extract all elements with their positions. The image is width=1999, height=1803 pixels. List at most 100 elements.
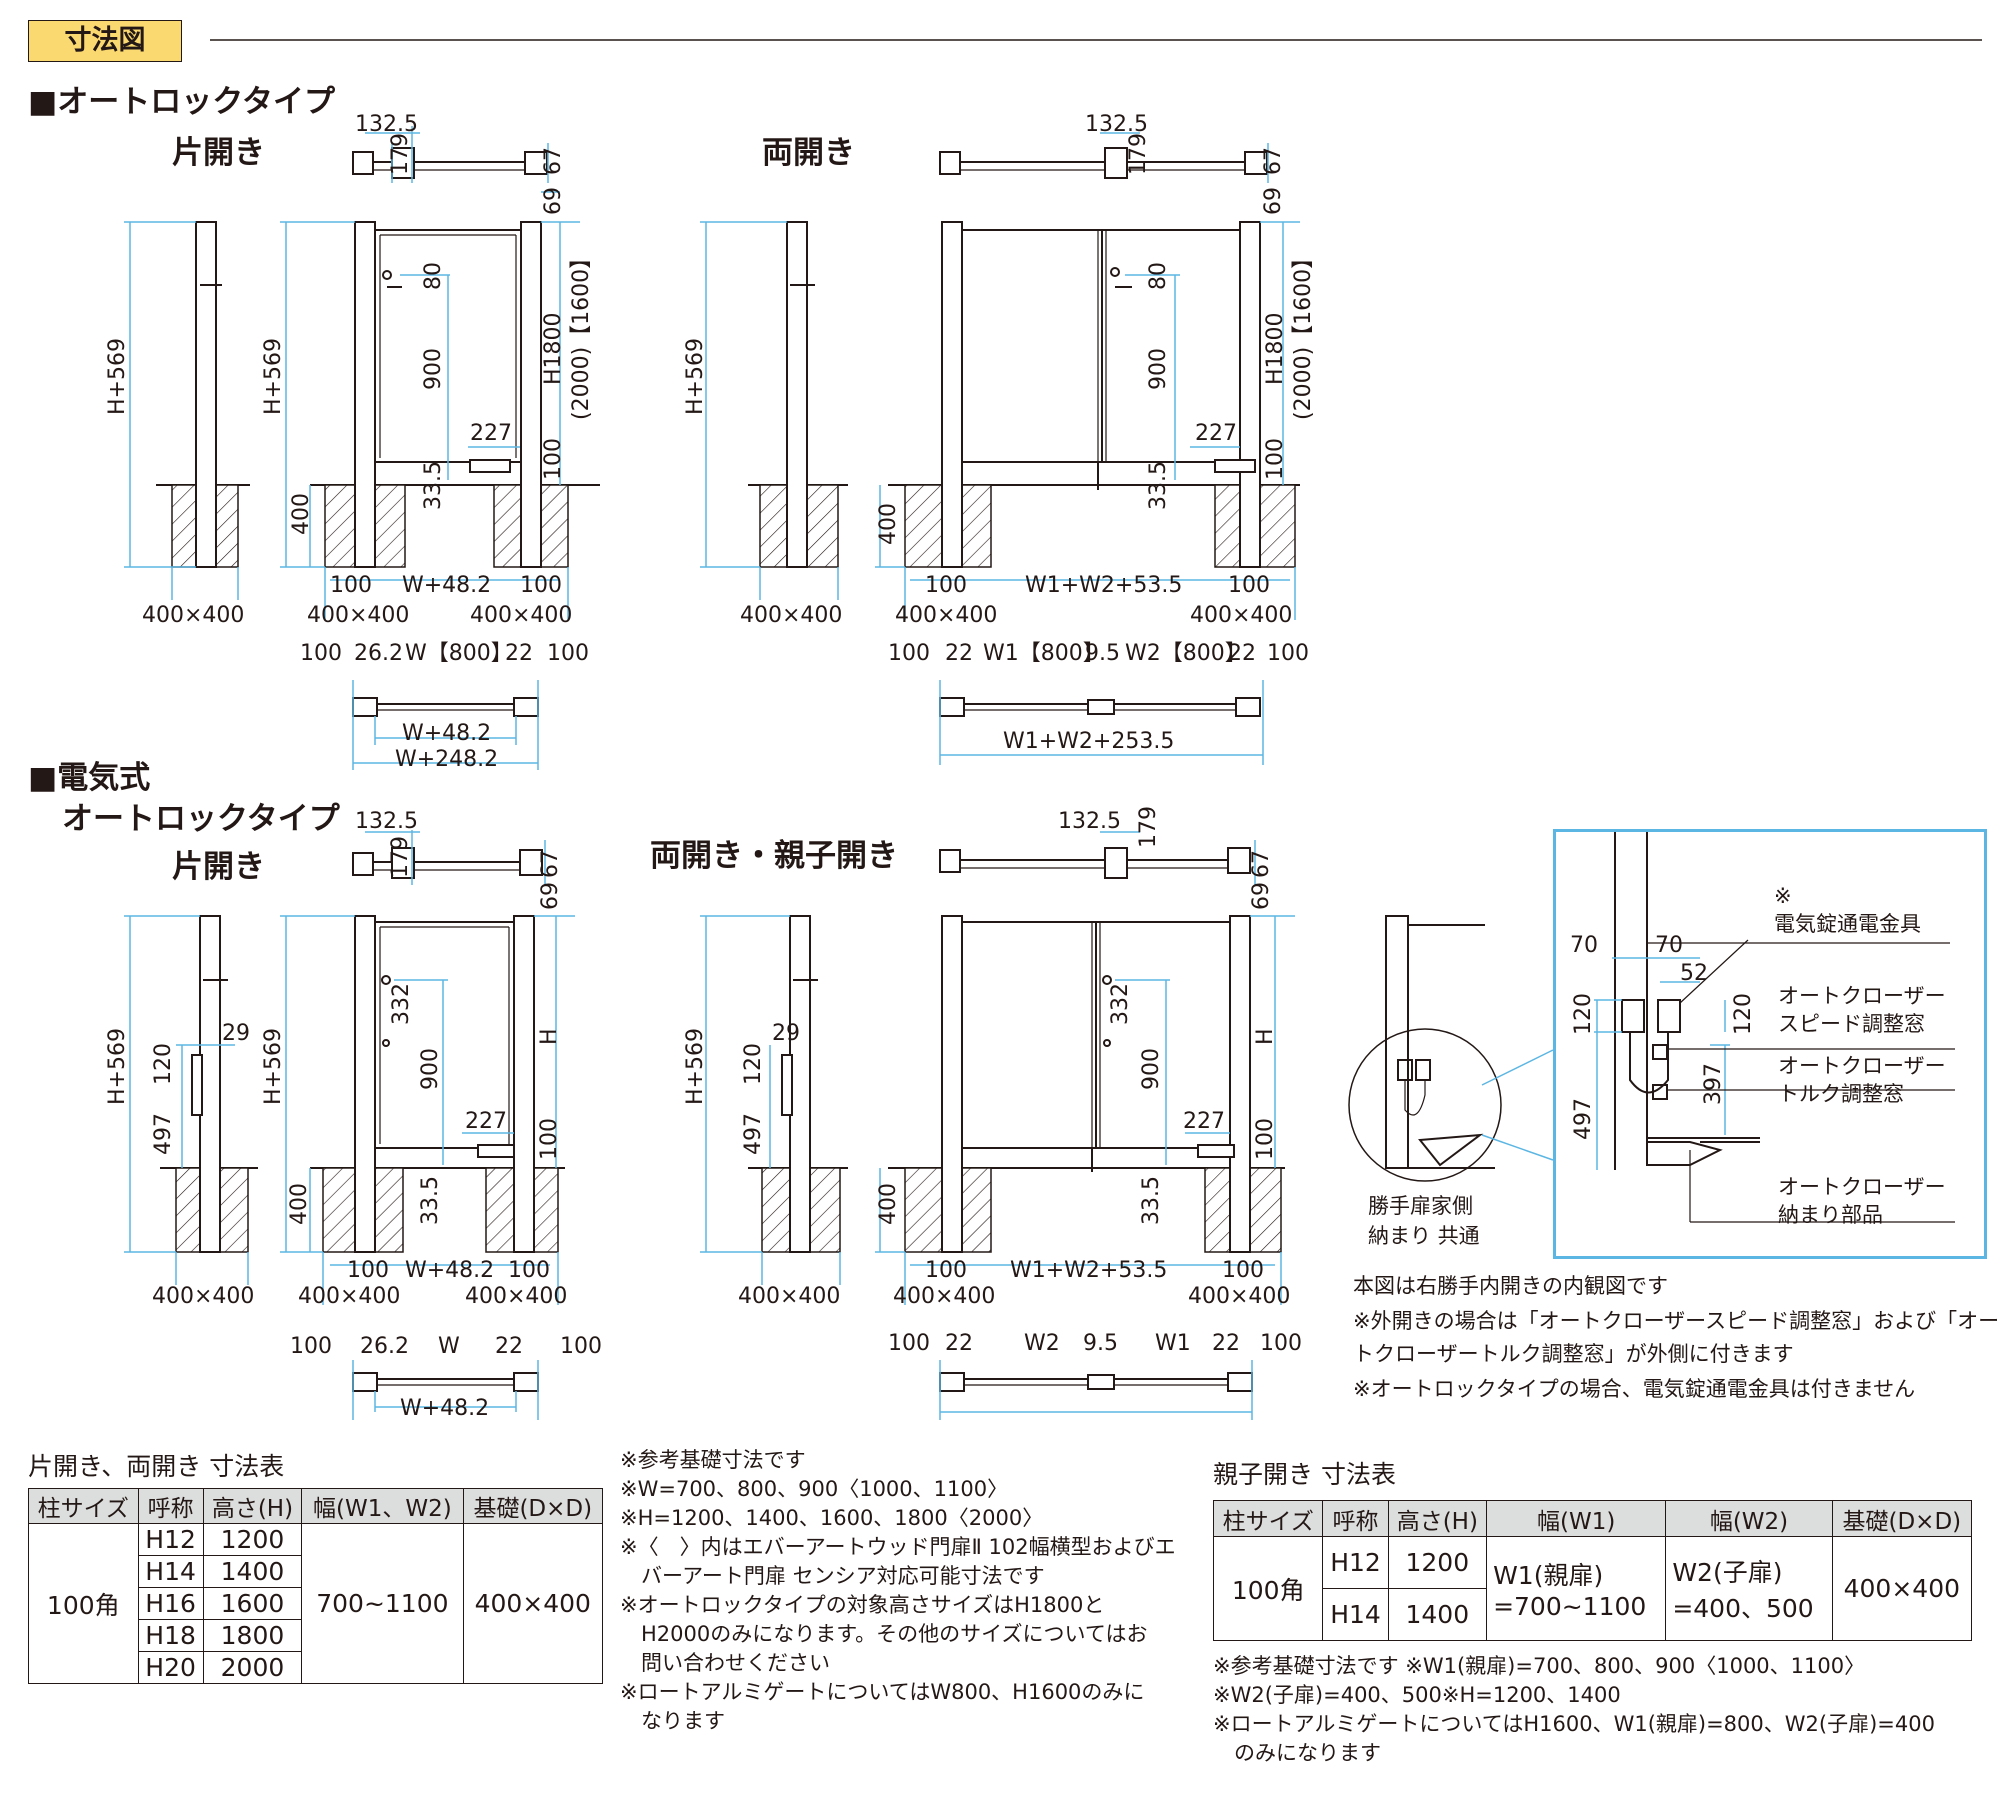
table2: 柱サイズ 呼称 高さ(H) 幅(W1) 幅(W2) 基礎(D×D) 100角 H… [1212, 1500, 1973, 1641]
svg-text:100: 100 [1253, 1118, 1278, 1160]
svg-text:29: 29 [772, 1021, 800, 1046]
section-tag: 寸法図 [28, 20, 182, 62]
t2-w2-line2: =400、500 [1672, 1593, 1814, 1623]
svg-text:100: 100 [560, 1334, 602, 1359]
latch-detail-group [1348, 832, 1955, 1223]
svg-text:9.5: 9.5 [1083, 1331, 1118, 1356]
t2-h0: 柱サイズ [1212, 1500, 1324, 1537]
svg-text:22: 22 [505, 641, 533, 666]
t2-code: H14 [1322, 1588, 1389, 1641]
svg-text:900: 900 [1139, 1048, 1164, 1090]
bottom-note: ※ロートアルミゲートについてはH1600、W1(親扉)=800、W2(子扉)=4… [1213, 1712, 1935, 1736]
svg-text:400×400: 400×400 [465, 1284, 567, 1309]
svg-text:9.5: 9.5 [1085, 641, 1120, 666]
dim-33-5: 33.5 [421, 461, 446, 510]
dim-h2000: (2000)【1600】 [569, 247, 594, 420]
right-note-1: 本図は右勝手内開きの内観図です [1353, 1274, 1668, 1298]
table1: 柱サイズ 呼称 高さ(H) 幅(W1、W2) 基礎(D×D) 100角 H12 … [28, 1488, 604, 1684]
heading-autolock: ■オートロックタイプ [28, 84, 336, 120]
svg-text:W+48.2: W+48.2 [400, 1396, 489, 1420]
svg-text:33.5: 33.5 [1139, 1176, 1164, 1225]
svg-text:H+569: H+569 [105, 1028, 130, 1105]
table2-title: 親子開き 寸法表 [1213, 1460, 1396, 1489]
svg-text:400×400: 400×400 [307, 603, 409, 628]
gate-dimension-drawings: 132.5 179 67 69 80 900 H1800 (2000)【1600… [105, 39, 1982, 1420]
bottom-note: ※参考基礎寸法です ※W1(親扉)=700、800、900〈1000、1100〉 [1213, 1654, 1866, 1678]
svg-text:100: 100 [1228, 573, 1270, 598]
label-speed-1: オートクローザー [1778, 984, 1946, 1008]
svg-text:26.2: 26.2 [360, 1334, 409, 1359]
svg-text:100: 100 [508, 1258, 550, 1283]
middle-note: ※参考基礎寸法です [620, 1448, 806, 1472]
heading-autolock-double: 両開き [762, 135, 855, 171]
svg-text:52: 52 [1680, 961, 1708, 986]
dim-132-5: 132.5 [355, 112, 418, 137]
svg-text:227: 227 [1195, 421, 1237, 446]
dim-100: 100 [541, 438, 566, 480]
svg-text:132.5: 132.5 [1085, 112, 1148, 137]
svg-text:100: 100 [290, 1334, 332, 1359]
svg-text:W+48.2: W+48.2 [405, 1258, 494, 1283]
heading-electric: ■電気式 [28, 760, 151, 796]
svg-text:100: 100 [925, 573, 967, 598]
heading-electric-double: 両開き・親子開き [650, 838, 898, 874]
svg-text:100: 100 [1222, 1258, 1264, 1283]
t1-h0: 柱サイズ [28, 1488, 139, 1524]
svg-text:400: 400 [876, 1183, 901, 1225]
svg-text:H+569: H+569 [683, 1028, 708, 1105]
svg-text:332: 332 [1108, 983, 1133, 1025]
svg-text:400: 400 [876, 503, 901, 545]
svg-text:W: W [438, 1334, 460, 1359]
svg-text:26.2: 26.2 [354, 641, 403, 666]
svg-text:497: 497 [151, 1113, 176, 1155]
svg-text:H: H [1253, 1028, 1278, 1045]
post-left [195, 221, 217, 568]
svg-text:H1800: H1800 [1263, 312, 1288, 385]
t2-post-size: 100角 [1212, 1536, 1324, 1641]
middle-note: なります [620, 1709, 725, 1733]
label-speed-2: スピード調整窓 [1778, 1012, 1925, 1036]
t2-h3: 幅(W1) [1486, 1500, 1667, 1537]
dim-400: 400 [289, 493, 314, 535]
t1-height: 1800 [202, 1619, 303, 1652]
svg-text:100: 100 [888, 641, 930, 666]
latch-post [520, 221, 542, 568]
svg-text:W1: W1 [1155, 1331, 1191, 1356]
heading-autolock-single: 片開き [172, 135, 265, 171]
middle-note: ※ロートアルミゲートについてはW800、H1600のみに [620, 1680, 1145, 1704]
svg-text:900: 900 [418, 1048, 443, 1090]
svg-text:69: 69 [1261, 187, 1286, 215]
t2-w1-line1: W1(親扉) [1493, 1561, 1604, 1590]
right-note-3: トクローザートルク調整窓」が外側に付きます [1353, 1342, 1794, 1366]
dim-80: 80 [421, 262, 446, 290]
middle-note: ※オートロックタイプの対象高さサイズはH1800と [620, 1593, 1105, 1617]
svg-text:497: 497 [1571, 1098, 1596, 1140]
t1-h1: 呼称 [137, 1488, 204, 1524]
svg-text:900: 900 [1146, 348, 1171, 390]
heading-electric-single: 片開き [172, 849, 265, 885]
svg-text:H: H [537, 1028, 562, 1045]
label-part-2: 納まり部品 [1778, 1203, 1883, 1227]
svg-text:400×400: 400×400 [895, 603, 997, 628]
svg-text:22: 22 [945, 1331, 973, 1356]
svg-text:70: 70 [1570, 933, 1598, 958]
t2-foundation: 400×400 [1831, 1536, 1973, 1641]
svg-text:179: 179 [388, 836, 413, 878]
t1-post-size: 100角 [28, 1523, 139, 1684]
middle-notes: ※参考基礎寸法です ※W=700、800、900〈1000、1100〉 ※H=1… [620, 1446, 1176, 1736]
svg-text:22: 22 [945, 641, 973, 666]
t1-code: H20 [137, 1651, 204, 1684]
middle-note: H2000のみになります。その他のサイズについてはお [620, 1622, 1148, 1646]
right-note-4: ※オートロックタイプの場合、電気錠通電金具は付きません [1353, 1377, 1916, 1401]
bottom-notes: ※参考基礎寸法です ※W1(親扉)=700、800、900〈1000、1100〉… [1213, 1652, 1935, 1768]
autolock-double-group [700, 132, 1300, 765]
svg-text:100: 100 [347, 1258, 389, 1283]
t2-w2-line1: W2(子扉) [1672, 1557, 1783, 1587]
dim-179: 179 [388, 133, 413, 175]
dim-67: 67 [541, 147, 566, 175]
svg-text:400×400: 400×400 [152, 1284, 254, 1309]
t1-height: 1200 [202, 1523, 303, 1556]
detail-zoom-box [1553, 829, 1987, 1259]
svg-text:497: 497 [741, 1113, 766, 1155]
t2-h4: 幅(W2) [1665, 1500, 1833, 1537]
